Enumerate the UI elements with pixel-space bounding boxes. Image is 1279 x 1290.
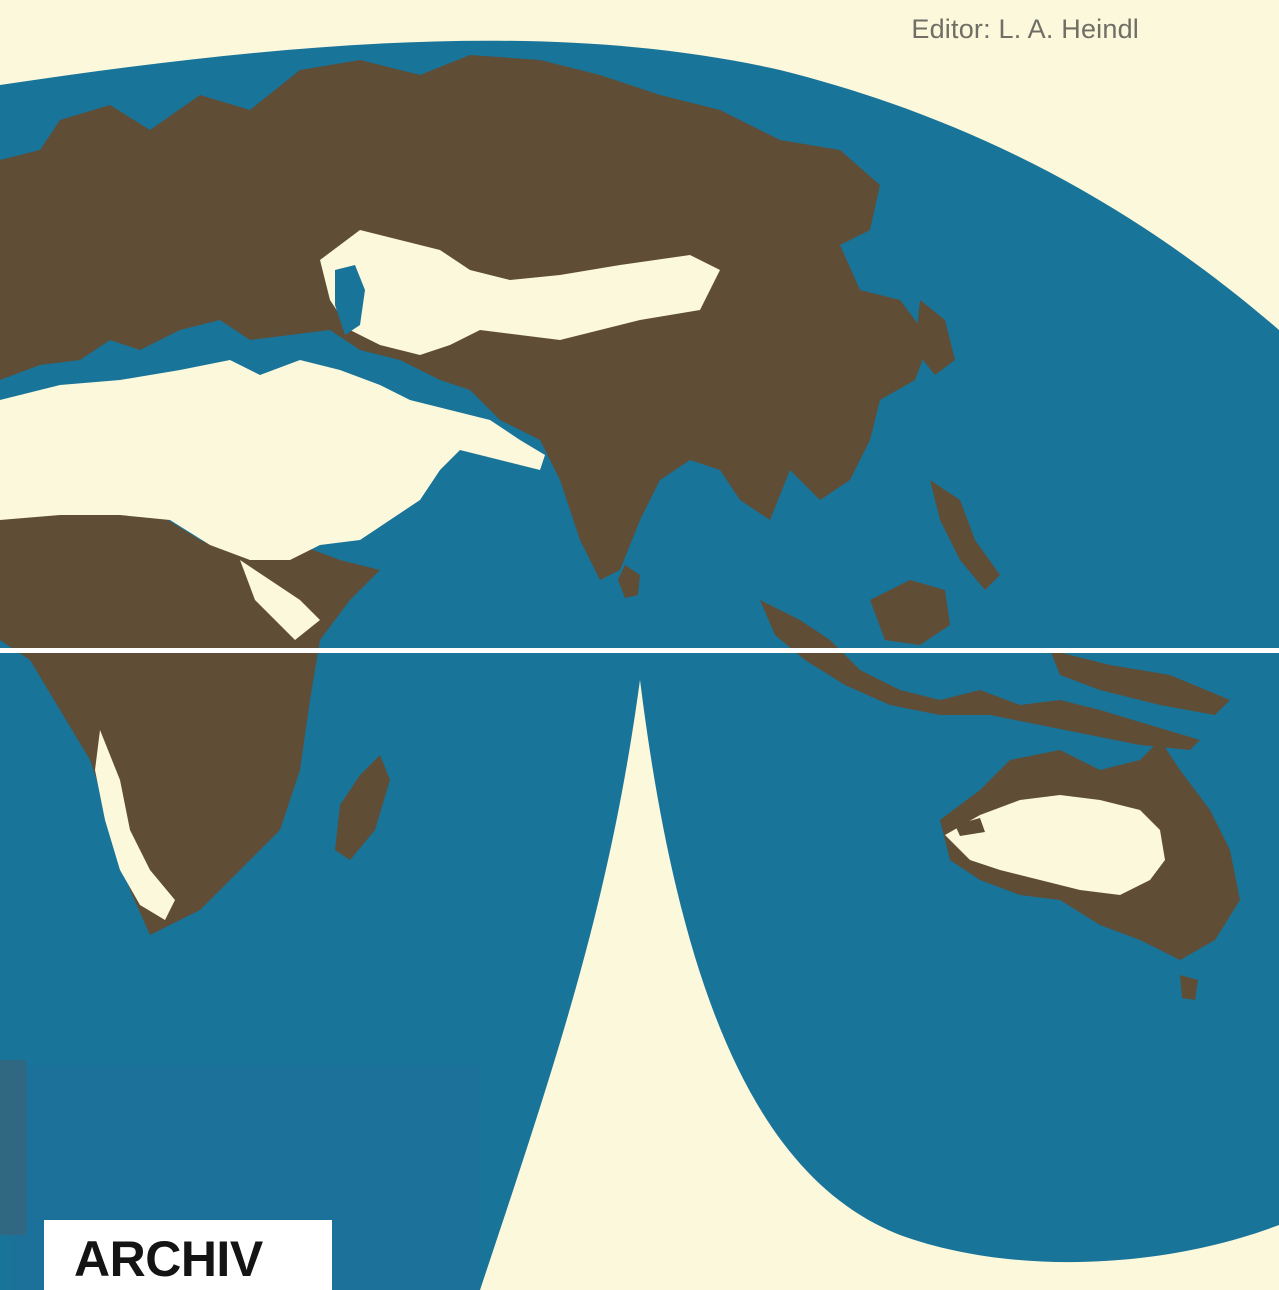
dry-sahara-arabia [0, 360, 545, 560]
dry-central-asia [320, 230, 720, 355]
dry-australia [945, 795, 1165, 895]
dry-east-africa [240, 560, 320, 640]
land-indonesia [760, 600, 1200, 750]
caspian-sea [335, 265, 365, 335]
land-borneo [870, 580, 950, 645]
land-madagascar [335, 755, 390, 860]
equator-line [0, 648, 1279, 653]
dry-south-africa [95, 730, 175, 920]
australia-lake [955, 818, 985, 836]
land-philippines [930, 480, 1000, 590]
editor-credit: Editor: L. A. Heindl [911, 14, 1139, 44]
land-new-guinea [1050, 650, 1230, 715]
library-label: ARCHIV [44, 1220, 332, 1290]
spine-tape [0, 1060, 26, 1235]
land-tasmania [1180, 975, 1198, 1000]
land-sri-lanka [618, 565, 640, 598]
ocean-shape [0, 40, 1279, 1290]
land-japan [915, 300, 955, 375]
